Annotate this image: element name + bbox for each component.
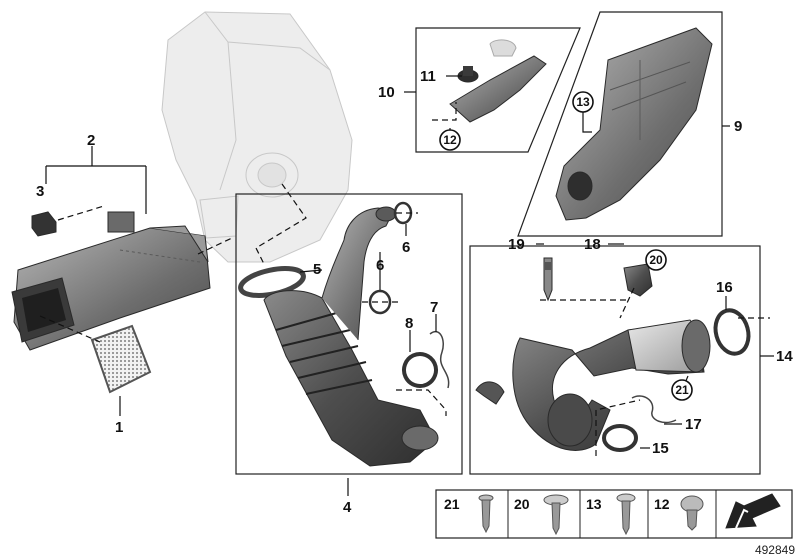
callout-11: 11 [420,68,436,85]
callout-2: 2 [87,132,95,149]
circled-callout-20: 20 [645,249,667,271]
sensor-19 [543,257,553,302]
legend-item-12: 12 [654,495,704,531]
intake-hose-part [263,206,439,467]
screw-flange-icon [543,494,569,536]
callout-7: 7 [430,299,438,316]
resonator-part-9 [555,27,713,221]
leader-lines [39,75,774,496]
callout-6b: 6 [376,257,384,274]
svg-text:12: 12 [443,133,457,147]
bracket-part-10 [449,39,547,123]
grille-part [90,324,152,394]
callout-14: 14 [776,348,793,365]
svg-text:12: 12 [654,496,670,512]
charge-pipe-part-14 [475,319,711,451]
callout-8: 8 [405,315,413,332]
callouts: 1 2 3 4 5 6 6 7 8 9 10 11 12 13 14 15 16… [36,68,793,516]
wire-clip-7 [429,331,450,389]
svg-text:20: 20 [649,253,663,267]
svg-text:13: 13 [586,496,602,512]
pad-part [31,211,57,237]
o-ring-6b [368,289,392,315]
screw-collar-icon [680,495,704,531]
group-frame-10 [415,27,581,153]
callout-9: 9 [734,118,742,135]
circled-callout-12: 12 [439,129,461,151]
svg-text:21: 21 [444,496,460,512]
svg-text:21: 21 [675,383,689,397]
air-filter-housing-ghost [161,11,353,263]
screw-short-icon [478,494,494,534]
callout-16: 16 [716,279,733,296]
bmw-direction-arrow-icon [725,493,781,529]
screw-long-icon [616,493,636,536]
document-id: 492849 [755,543,795,557]
seal-ring-15 [602,424,638,452]
circled-callout-21: 21 [671,379,693,401]
legend-item-13: 13 [586,493,636,536]
intake-duct-part [11,211,211,351]
callout-19: 19 [508,236,525,253]
callout-3: 3 [36,183,44,200]
callout-15: 15 [652,440,669,457]
wire-clip-17 [631,395,677,424]
callout-18: 18 [584,236,601,253]
legend-item-20: 20 [514,494,569,536]
callout-4: 4 [343,499,352,516]
legend-item-21: 21 [444,494,494,534]
svg-text:13: 13 [576,95,590,109]
callout-6a: 6 [402,239,410,256]
callout-5: 5 [313,261,321,278]
group-frame-4 [235,193,463,475]
seal-ring-16 [713,308,751,356]
sensor-18 [623,263,653,297]
group-frame-9 [517,11,723,237]
callout-17: 17 [685,416,702,433]
circled-callout-13: 13 [572,91,594,113]
svg-text:20: 20 [514,496,530,512]
callout-10: 10 [378,84,395,101]
fastener-legend: 21 20 13 12 [435,489,793,539]
callout-1: 1 [115,419,123,436]
seal-ring-8 [402,352,438,388]
group-frame-14 [469,245,761,475]
